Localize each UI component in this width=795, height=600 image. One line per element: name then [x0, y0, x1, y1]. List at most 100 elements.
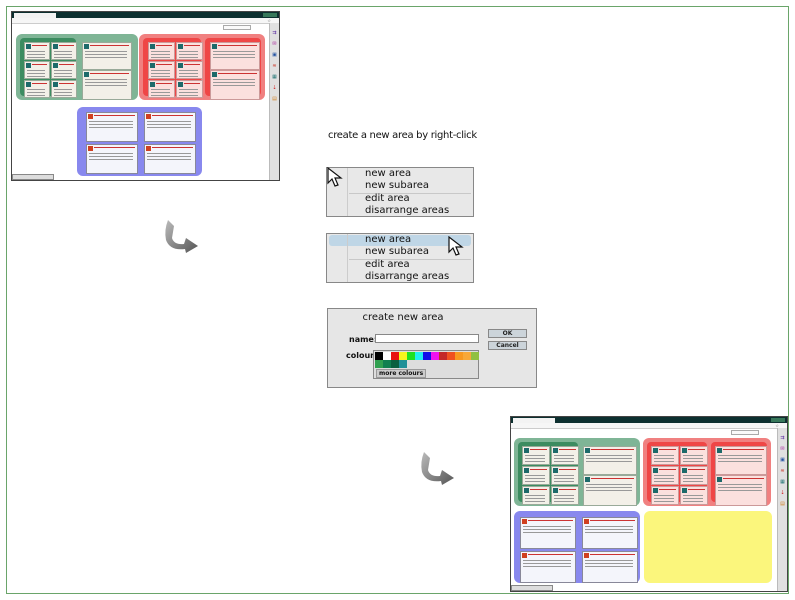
- page-thumbnail[interactable]: [148, 61, 175, 79]
- sidebar-tool-icon[interactable]: ▤: [272, 96, 277, 102]
- sidebar-tool-icon[interactable]: ▣: [780, 457, 785, 463]
- page-thumbnail[interactable]: [24, 42, 50, 60]
- colour-swatch[interactable]: [391, 352, 399, 360]
- thumb-text-line: [54, 92, 72, 93]
- browser-titlebar: [12, 12, 279, 18]
- page-thumbnail[interactable]: [551, 466, 579, 485]
- colour-swatch[interactable]: [439, 352, 447, 360]
- page-thumbnail[interactable]: [51, 61, 77, 79]
- page-thumbnail[interactable]: [680, 466, 708, 485]
- more-colours-button[interactable]: more colours: [376, 369, 427, 378]
- menu-item-new-subarea[interactable]: new subarea: [365, 246, 430, 257]
- sidebar-tool-icon[interactable]: ▦: [272, 74, 277, 80]
- page-thumbnail[interactable]: [51, 42, 77, 60]
- menu-item-disarrange-areas[interactable]: disarrange areas: [365, 205, 450, 216]
- colour-swatch[interactable]: [431, 352, 439, 360]
- page-thumbnail[interactable]: [520, 517, 576, 549]
- page-thumbnail[interactable]: [582, 517, 638, 549]
- page-thumbnail[interactable]: [551, 446, 579, 465]
- page-thumbnail[interactable]: [715, 446, 767, 475]
- page-thumbnail[interactable]: [210, 42, 260, 70]
- page-thumbnail[interactable]: [551, 486, 579, 505]
- thumb-text-line: [718, 487, 762, 488]
- colour-swatch[interactable]: [383, 352, 391, 360]
- colour-swatch[interactable]: [383, 360, 391, 368]
- thumb-text-line: [179, 70, 198, 71]
- page-thumbnail[interactable]: [148, 42, 175, 60]
- page-thumbnail[interactable]: [51, 80, 77, 98]
- sidebar-tool-icon[interactable]: ⇉: [780, 435, 785, 441]
- page-thumbnail[interactable]: [520, 551, 576, 583]
- menu-item-new-area[interactable]: new area: [365, 234, 412, 245]
- colour-swatch[interactable]: [407, 352, 415, 360]
- sidebar-tool-icon[interactable]: ✉: [780, 446, 785, 452]
- page-thumbnail[interactable]: [86, 112, 138, 142]
- thumb-header: [90, 73, 129, 74]
- sidebar-tool-icon[interactable]: ⇣: [272, 85, 277, 91]
- sidebar-tool-icon[interactable]: ▣: [272, 52, 277, 58]
- menu-item-new-area[interactable]: new area: [365, 168, 412, 179]
- page-thumbnail[interactable]: [522, 466, 550, 485]
- thumb-header: [659, 469, 676, 470]
- thumb-text-line: [654, 475, 674, 476]
- site-icon: [53, 82, 58, 87]
- menu-item-edit-area[interactable]: edit area: [365, 259, 410, 270]
- thumb-header: [32, 64, 47, 65]
- page-thumbnail[interactable]: [651, 446, 679, 465]
- page-thumbnail[interactable]: [715, 475, 767, 506]
- page-thumbnail[interactable]: [680, 486, 708, 505]
- page-thumbnail[interactable]: [522, 446, 550, 465]
- page-thumbnail[interactable]: [651, 486, 679, 505]
- colour-swatch[interactable]: [375, 360, 383, 368]
- page-thumbnail[interactable]: [176, 61, 203, 79]
- page-thumbnail[interactable]: [82, 42, 132, 70]
- page-thumbnail[interactable]: [210, 70, 260, 100]
- page-thumbnail[interactable]: [176, 42, 203, 60]
- page-thumbnail[interactable]: [176, 80, 203, 98]
- sidebar-tool-icon[interactable]: ⇣: [780, 490, 785, 496]
- sidebar-tool-icon[interactable]: ▤: [780, 501, 785, 507]
- thumb-text-line: [85, 51, 127, 52]
- page-thumbnail[interactable]: [583, 446, 637, 475]
- colour-swatch[interactable]: [447, 352, 455, 360]
- page-thumbnail[interactable]: [651, 466, 679, 485]
- sidebar-tool-icon[interactable]: ▦: [780, 479, 785, 485]
- page-thumbnail[interactable]: [582, 551, 638, 583]
- colour-swatch[interactable]: [399, 360, 407, 368]
- colour-swatch[interactable]: [471, 352, 479, 360]
- thumb-text-line: [554, 498, 574, 499]
- page-thumbnail[interactable]: [86, 144, 138, 174]
- site-icon: [717, 448, 722, 453]
- menu-item-edit-area[interactable]: edit area: [365, 193, 410, 204]
- page-thumbnail[interactable]: [680, 446, 708, 465]
- thumb-text-line: [27, 70, 45, 71]
- colour-swatch[interactable]: [423, 352, 431, 360]
- page-thumbnail[interactable]: [24, 61, 50, 79]
- site-icon: [178, 82, 183, 87]
- thumb-text-line: [147, 153, 191, 154]
- name-input[interactable]: [375, 334, 479, 343]
- page-thumbnail[interactable]: [583, 475, 637, 506]
- cancel-button[interactable]: Cancel: [488, 341, 527, 350]
- sidebar-tool-icon[interactable]: ≈: [780, 468, 785, 474]
- colour-swatch[interactable]: [375, 352, 383, 360]
- page-thumbnail[interactable]: [82, 70, 132, 100]
- colour-swatch[interactable]: [463, 352, 471, 360]
- page-thumbnail[interactable]: [144, 144, 196, 174]
- page-thumbnail[interactable]: [24, 80, 50, 98]
- colour-swatch[interactable]: [415, 352, 423, 360]
- colour-swatch[interactable]: [399, 352, 407, 360]
- colour-swatch[interactable]: [391, 360, 399, 368]
- thumb-text-line: [27, 54, 45, 55]
- sidebar-tool-icon[interactable]: ⇉: [272, 30, 277, 36]
- sidebar-tool-icon[interactable]: ✉: [272, 41, 277, 47]
- colour-swatch[interactable]: [455, 352, 463, 360]
- ok-button[interactable]: OK: [488, 329, 527, 338]
- menu-item-new-subarea[interactable]: new subarea: [365, 180, 430, 191]
- thumb-text-line: [85, 79, 127, 80]
- page-thumbnail[interactable]: [148, 80, 175, 98]
- page-thumbnail[interactable]: [144, 112, 196, 142]
- sidebar-tool-icon[interactable]: ≈: [272, 63, 277, 69]
- menu-item-disarrange-areas[interactable]: disarrange areas: [365, 271, 450, 282]
- page-thumbnail[interactable]: [522, 486, 550, 505]
